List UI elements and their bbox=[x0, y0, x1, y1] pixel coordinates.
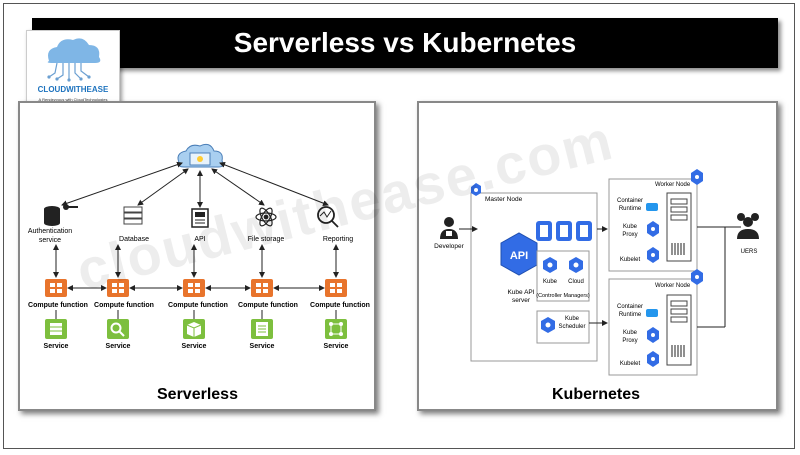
serverless-diagram: Authentication service Database API File… bbox=[28, 143, 370, 350]
node-label-authentication: Authentication bbox=[28, 228, 72, 235]
node-label-database: Database bbox=[119, 236, 149, 243]
logo-tagline: A Rendezvous with CloudTechnologies bbox=[38, 97, 108, 102]
master-node-label: Master Node bbox=[485, 196, 523, 203]
docker-icon bbox=[646, 309, 658, 317]
k8s-wheel-icon bbox=[647, 247, 659, 263]
k8s-wheel-icon bbox=[691, 269, 703, 285]
logo: CLOUDWITHEASE A Rendezvous with CloudTec… bbox=[26, 30, 120, 109]
kubelet-label-2: Kubelet bbox=[620, 361, 641, 367]
k8s-wheel-icon bbox=[647, 351, 659, 367]
compute-function-icon bbox=[251, 279, 273, 297]
api-server-label: Kube API server bbox=[507, 289, 535, 304]
cloud-laptop-icon bbox=[177, 143, 224, 168]
users-icon bbox=[737, 213, 759, 239]
scheduler-label: Kube Scheduler bbox=[558, 316, 586, 330]
api-server-icon: API bbox=[500, 232, 538, 276]
kubernetes-panel: Master Node Developer API Kube API serve… bbox=[417, 101, 778, 411]
compute-function-icon bbox=[325, 279, 347, 297]
service-label-1: Service bbox=[44, 343, 69, 350]
controller-managers-box bbox=[536, 250, 590, 302]
list-icon bbox=[251, 319, 273, 339]
cloud-label: Cloud bbox=[568, 279, 584, 285]
page-title: Serverless vs Kubernetes bbox=[233, 27, 577, 58]
server-rack-icon bbox=[123, 206, 143, 225]
compute-label-2: Compute function bbox=[94, 302, 154, 309]
k8s-wheel-icon bbox=[647, 221, 659, 237]
worker-node-label-1: Worker Node bbox=[655, 182, 691, 188]
node-label-reporting: Reporting bbox=[323, 236, 353, 243]
service-label-4: Service bbox=[250, 343, 275, 350]
cloud-circuit-icon bbox=[47, 38, 101, 82]
compute-label-1: Compute function bbox=[28, 302, 88, 309]
logo-wordmark: CLOUDWITHEASE bbox=[37, 85, 109, 94]
compute-function-icon bbox=[183, 279, 205, 297]
search-icon bbox=[107, 319, 129, 339]
docker-icon bbox=[646, 203, 658, 211]
title-bar: Serverless vs Kubernetes bbox=[32, 18, 778, 68]
k8s-wheel-icon bbox=[471, 183, 481, 196]
node-label-api: API bbox=[194, 236, 205, 243]
scheduler-icon bbox=[541, 317, 555, 333]
etcd-icon bbox=[536, 221, 592, 241]
compute-function-icon bbox=[45, 279, 67, 297]
kubernetes-diagram: Master Node Developer API Kube API serve… bbox=[434, 169, 759, 376]
service-label-3: Service bbox=[182, 343, 207, 350]
container-runtime-label-2: Container Runtime bbox=[616, 304, 643, 318]
kube-proxy-label-2: Kube Proxy bbox=[622, 330, 638, 344]
box-icon bbox=[183, 319, 205, 339]
developer-icon bbox=[440, 217, 458, 239]
api-badge: API bbox=[510, 250, 528, 262]
serverless-panel: Authentication service Database API File… bbox=[18, 101, 376, 411]
building-icon bbox=[45, 319, 67, 339]
service-label-2: Service bbox=[106, 343, 131, 350]
k8s-wheel-icon bbox=[647, 327, 659, 343]
kubelet-label-1: Kubelet bbox=[620, 257, 641, 263]
node-label-authentication-2: service bbox=[39, 237, 61, 244]
container-runtime-label-1: Container Runtime bbox=[616, 198, 643, 212]
pod-stack-icon bbox=[666, 192, 692, 262]
serverless-label: Serverless bbox=[157, 386, 238, 403]
controller-managers-label: (Controller Managers) bbox=[536, 293, 590, 299]
kube-controller-icon bbox=[543, 257, 557, 273]
compute-function-icon bbox=[107, 279, 129, 297]
atom-icon bbox=[255, 207, 277, 227]
worker-node-label-2: Worker Node bbox=[655, 283, 691, 289]
api-server-label-wrap: Kube API server bbox=[507, 289, 535, 304]
compute-label-5: Compute function bbox=[310, 302, 370, 309]
service-label-5: Service bbox=[324, 343, 349, 350]
api-document-icon bbox=[191, 208, 209, 228]
outer-frame bbox=[3, 3, 795, 449]
magnifier-chart-icon bbox=[317, 206, 339, 228]
compute-label-3: Compute function bbox=[168, 302, 228, 309]
kube-proxy-label-1: Kube Proxy bbox=[622, 224, 638, 238]
cloud-controller-icon bbox=[569, 257, 583, 273]
k8s-wheel-icon bbox=[691, 169, 703, 185]
pod-stack-icon bbox=[666, 294, 692, 366]
users-label: UERS bbox=[741, 249, 758, 255]
kubernetes-label: Kubernetes bbox=[552, 386, 641, 403]
database-key-icon bbox=[44, 204, 78, 226]
node-label-file-storage: File storage bbox=[248, 236, 285, 243]
kube-label: Kube bbox=[543, 279, 558, 285]
developer-label: Developer bbox=[434, 243, 464, 250]
scheduler-label-wrap: Kube Scheduler bbox=[558, 316, 586, 330]
network-icon bbox=[325, 319, 347, 339]
compute-label-4: Compute function bbox=[238, 302, 298, 309]
